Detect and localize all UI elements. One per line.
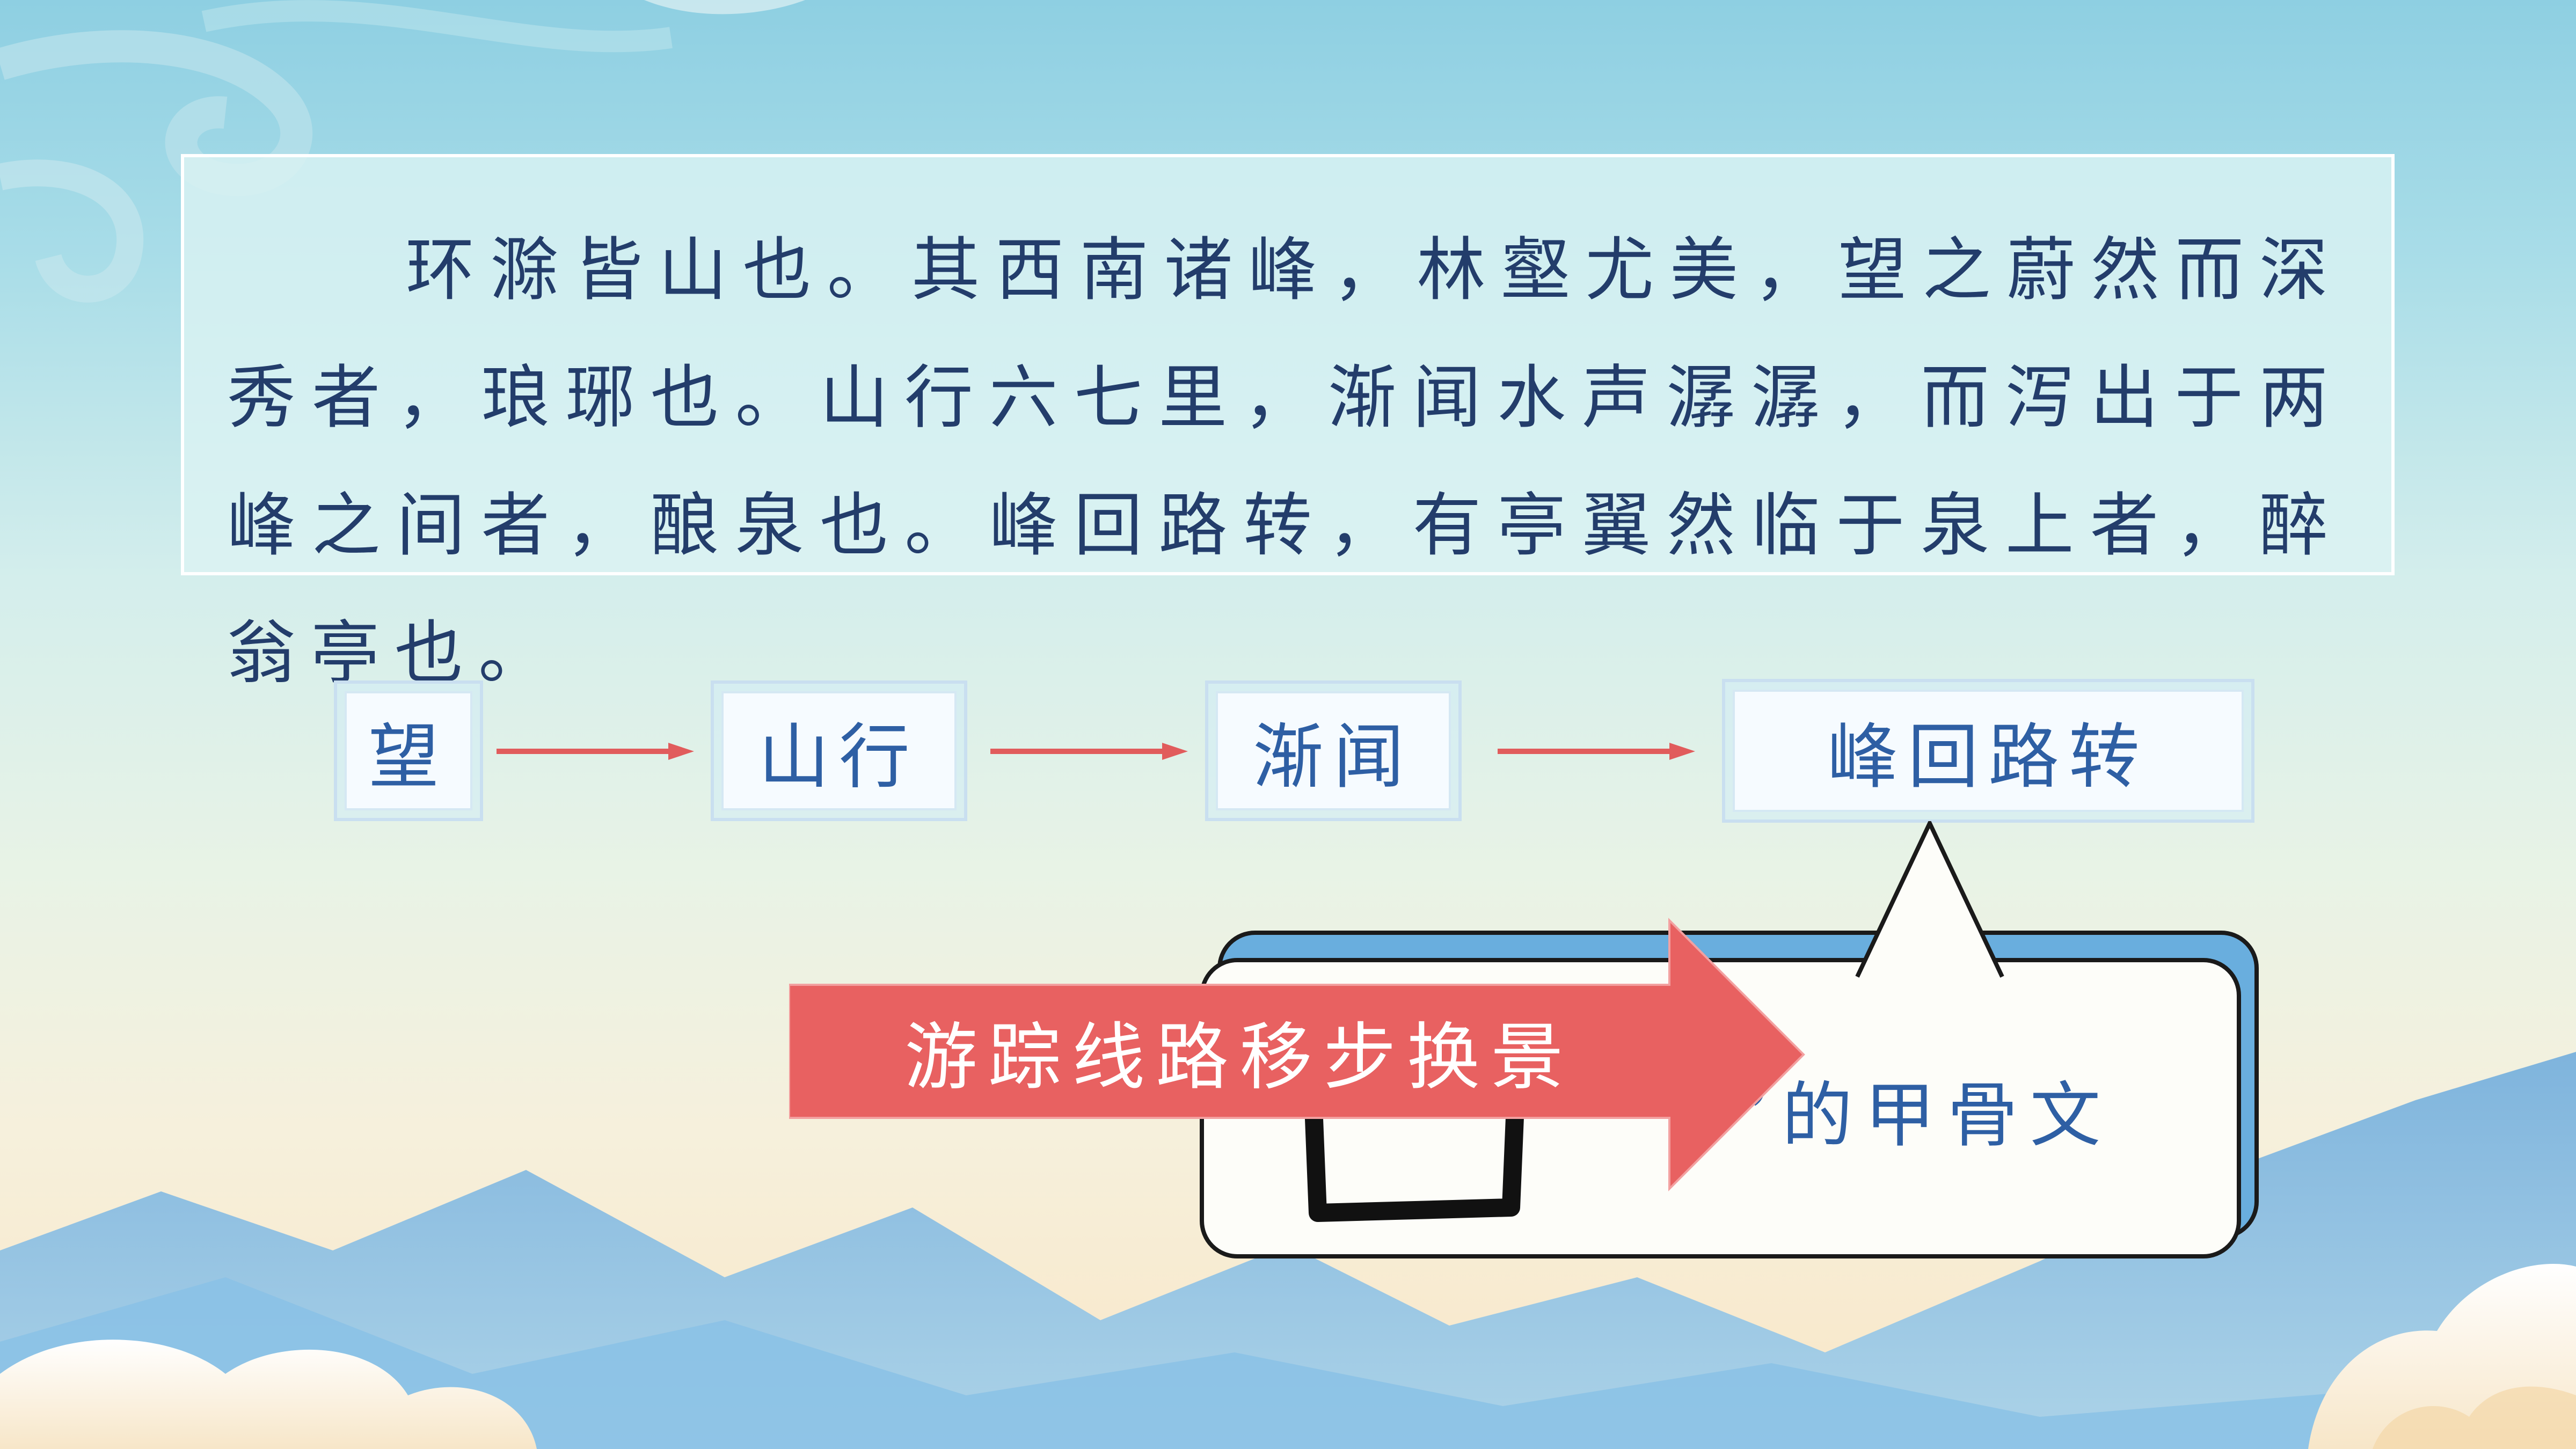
- poem-text: 环滁皆山也。其西南诸峰，林壑尤美，望之蔚然而深秀者，琅琊也。山行六七里，渐闻水声…: [227, 230, 2343, 693]
- flow-step-label: 峰回路转: [1733, 690, 2244, 812]
- poem-panel: 环滁皆山也。其西南诸峰，林壑尤美，望之蔚然而深秀者，琅琊也。山行六七里，渐闻水声…: [181, 154, 2395, 693]
- flow-step-shanxing: 山行: [711, 680, 967, 821]
- flow-step-jianwen: 渐闻: [1205, 680, 1462, 821]
- flow-step-label: 渐闻: [1216, 691, 1451, 810]
- arrow-right-icon: [990, 743, 1188, 760]
- cloud: [0, 1340, 537, 1449]
- banner-arrow: [789, 918, 1805, 1191]
- flow-step-wang: 望: [334, 680, 483, 821]
- bubble-caption: ”的甲骨文: [1734, 1074, 2113, 1157]
- flow-step-fenghuiluzhuan: 峰回路转: [1722, 679, 2254, 823]
- arrow-right-icon: [497, 743, 694, 760]
- flow-step-label: 山行: [721, 691, 957, 810]
- bubble-tail: [1855, 821, 2004, 982]
- swirl-cloud: [0, 30, 313, 196]
- banner-title: 游踪线路移步换景: [904, 1015, 1574, 1100]
- flow-step-label: 望: [345, 691, 472, 810]
- oracle-bone-glyph-icon: [1303, 1070, 1526, 1222]
- arrow-right-icon: [1498, 743, 1695, 760]
